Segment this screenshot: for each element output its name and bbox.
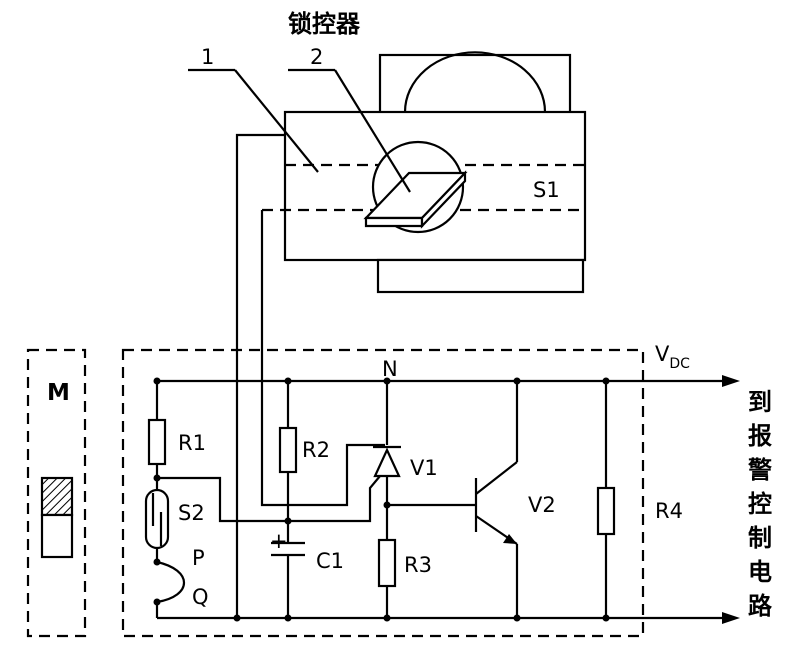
junction-dot bbox=[153, 598, 161, 606]
to-alarm-char: 报 bbox=[748, 422, 772, 450]
to-alarm-char: 路 bbox=[748, 592, 773, 620]
s2-reed-switch bbox=[144, 488, 170, 550]
r1-label: R1 bbox=[178, 431, 206, 455]
junction-dot bbox=[602, 377, 610, 385]
v1-scr-triangle bbox=[373, 447, 401, 478]
junction-dot bbox=[233, 614, 241, 622]
node-p-label: P bbox=[192, 546, 205, 570]
pq-jumper bbox=[156, 560, 186, 604]
callout-1-leader bbox=[234, 69, 319, 173]
junction-dot bbox=[153, 377, 161, 385]
to-alarm-char: 到 bbox=[748, 388, 772, 416]
s2-node-wire bbox=[157, 469, 386, 523]
to-alarm-char: 电 bbox=[748, 558, 772, 586]
s2-label: S2 bbox=[178, 501, 205, 525]
magnet-m-south bbox=[40, 513, 74, 559]
r3-label: R3 bbox=[404, 553, 432, 577]
junction-dot bbox=[284, 614, 292, 622]
rail-ground-arrow bbox=[722, 612, 740, 624]
junction-dot bbox=[153, 558, 161, 566]
s1-wire-outer bbox=[235, 133, 285, 618]
lock-controller bbox=[262, 51, 587, 294]
v1-label: V1 bbox=[410, 456, 438, 480]
junction-dot bbox=[284, 377, 292, 385]
v2-label: V2 bbox=[528, 493, 556, 517]
vdc-label-sub: DC bbox=[669, 356, 690, 372]
r4-label: R4 bbox=[655, 499, 683, 523]
rail-positive-arrow bbox=[722, 375, 740, 387]
callout-2-leader bbox=[334, 69, 411, 193]
junction-dot bbox=[602, 614, 610, 622]
magnet-slab-front bbox=[364, 216, 424, 228]
callout-1-label: 1 bbox=[201, 45, 214, 69]
magnet-m-label: M bbox=[47, 380, 70, 406]
lock-dome-arc bbox=[403, 51, 547, 113]
junction-dot bbox=[284, 517, 292, 525]
magnet-slab-side bbox=[420, 170, 467, 229]
to-alarm-char: 警 bbox=[747, 456, 772, 484]
lock-housing-top bbox=[378, 53, 572, 117]
lock-controller-label: 锁控器 bbox=[288, 10, 361, 38]
s1-label: S1 bbox=[533, 178, 560, 202]
circuit-enclosure bbox=[121, 348, 645, 638]
junction-dot bbox=[153, 474, 161, 482]
vdc-label: VDC bbox=[655, 342, 690, 372]
node-q-label: Q bbox=[192, 585, 209, 609]
magnet-m-north bbox=[40, 476, 74, 517]
r4-resistor bbox=[596, 486, 616, 536]
junction-dot bbox=[513, 377, 521, 385]
vdc-label-v: V bbox=[655, 342, 670, 366]
to-alarm-char: 制 bbox=[748, 524, 772, 552]
junction-dot bbox=[383, 501, 391, 509]
r2-label: R2 bbox=[302, 438, 330, 462]
node-n-label: N bbox=[382, 357, 398, 381]
r1-resistor bbox=[147, 418, 167, 466]
junction-dot bbox=[383, 614, 391, 622]
lock-housing-bottom bbox=[376, 258, 585, 294]
s1-wire-inner bbox=[260, 210, 385, 507]
c1-plus-label: + bbox=[270, 529, 288, 553]
v2-collector bbox=[475, 461, 518, 495]
junction-dot bbox=[383, 377, 391, 385]
to-alarm-char: 控 bbox=[748, 490, 772, 518]
v2-emitter-arrow bbox=[503, 534, 517, 544]
r2-resistor bbox=[278, 426, 298, 474]
c1-label: C1 bbox=[316, 549, 344, 573]
callout-2-label: 2 bbox=[310, 45, 323, 69]
r3-resistor bbox=[377, 538, 397, 588]
magnet-m-enclosure bbox=[26, 348, 87, 638]
junction-dot bbox=[513, 614, 521, 622]
